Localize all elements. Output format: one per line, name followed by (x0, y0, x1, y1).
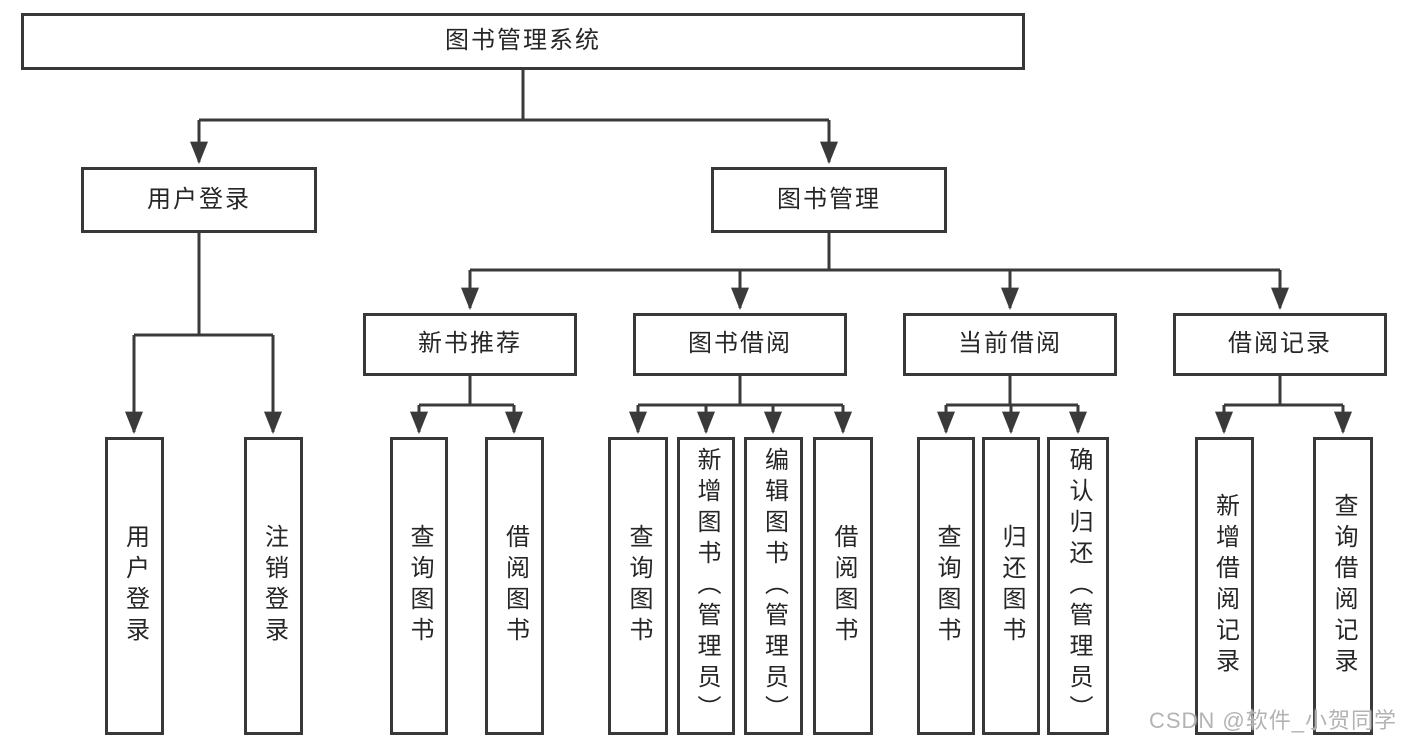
leaf-br-add-record-label: 新增借阅记录 (1211, 493, 1239, 679)
leaf-br-query-record-label: 查询借阅记录 (1330, 493, 1357, 679)
node-book-management-label: 图书管理 (777, 185, 881, 213)
node-new-book-recommend-label: 新书推荐 (418, 330, 522, 358)
node-book-borrow: 图书借阅 (633, 313, 847, 376)
csdn-watermark: CSDN @软件_小贺同学 (1148, 708, 1397, 733)
node-current-borrow-label: 当前借阅 (958, 330, 1062, 358)
leaf-user-login: 用户登录 (105, 437, 164, 735)
leaf-cb-query-book: 查询图书 (917, 437, 975, 735)
node-root: 图书管理系统 (21, 13, 1025, 70)
leaf-nbr-borrow-book-label: 借阅图书 (501, 524, 529, 648)
leaf-cb-query-book-label: 查询图书 (933, 524, 960, 648)
leaf-cb-return-book-label: 归还图书 (998, 524, 1025, 648)
node-user-login: 用户登录 (81, 167, 317, 233)
leaf-br-add-record: 新增借阅记录 (1195, 437, 1254, 735)
leaf-bb-borrow-book-label: 借阅图书 (830, 524, 857, 648)
leaf-bb-edit-book-admin-label: 编辑图书（管理员） (760, 446, 788, 726)
leaf-bb-add-book-admin: 新增图书（管理员） (677, 437, 735, 735)
connector-bars (134, 70, 1343, 407)
leaf-logout-login-label: 注销登录 (260, 524, 288, 648)
node-borrow-records: 借阅记录 (1173, 313, 1387, 376)
leaf-nbr-query-book-label: 查询图书 (406, 524, 433, 648)
leaf-cb-confirm-return-admin-label: 确认归还（管理员） (1065, 446, 1092, 726)
leaf-bb-edit-book-admin: 编辑图书（管理员） (744, 437, 803, 735)
leaf-bb-query-book: 查询图书 (608, 437, 668, 735)
node-current-borrow: 当前借阅 (903, 313, 1117, 376)
node-book-management: 图书管理 (711, 167, 947, 233)
node-root-label: 图书管理系统 (445, 27, 601, 55)
node-book-borrow-label: 图书借阅 (688, 330, 792, 358)
leaf-bb-add-book-admin-label: 新增图书（管理员） (693, 446, 720, 726)
leaf-logout-login: 注销登录 (244, 437, 303, 735)
leaf-bb-query-book-label: 查询图书 (625, 524, 652, 648)
leaf-cb-return-book: 归还图书 (982, 437, 1040, 735)
leaf-user-login-label: 用户登录 (121, 524, 149, 648)
node-new-book-recommend: 新书推荐 (363, 313, 577, 376)
leaf-nbr-query-book: 查询图书 (390, 437, 448, 735)
leaf-br-query-record: 查询借阅记录 (1313, 437, 1373, 735)
leaf-bb-borrow-book: 借阅图书 (813, 437, 873, 735)
leaf-nbr-borrow-book: 借阅图书 (485, 437, 544, 735)
node-user-login-label: 用户登录 (147, 185, 251, 213)
node-borrow-records-label: 借阅记录 (1228, 330, 1332, 358)
leaf-cb-confirm-return-admin: 确认归还（管理员） (1047, 437, 1109, 735)
